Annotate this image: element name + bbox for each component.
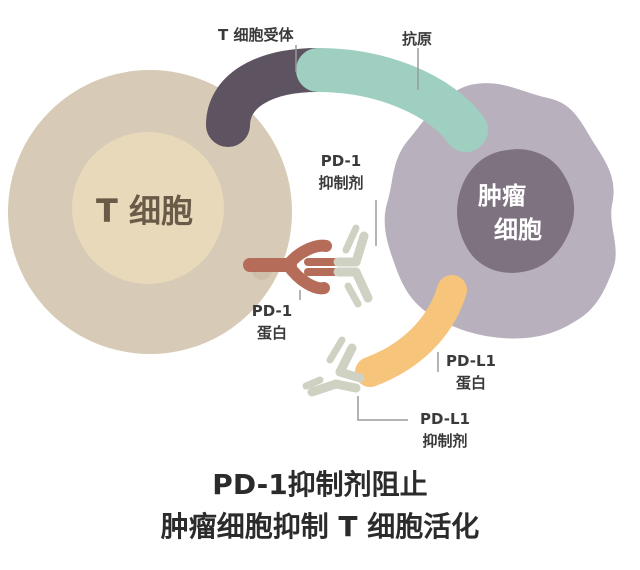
pd-l1-protein — [355, 275, 467, 387]
caption-line2: 肿瘤细胞抑制 T 细胞活化 — [160, 510, 480, 543]
pd-l1-inhibitor-label-line1: PD-L1 — [420, 410, 470, 428]
t-cell-label: T 细胞 — [96, 192, 193, 230]
antigen — [296, 48, 488, 152]
antigen-label: 抗原 — [402, 30, 433, 48]
pd-l1-inhibitor-label: PD-L1 抑制剂 — [410, 408, 480, 452]
leader-lines — [295, 45, 439, 421]
pd-1-protein — [243, 239, 338, 295]
pd-l1-inhibitor-label-line2: 抑制剂 — [422, 432, 468, 450]
pd-l1-protein-label-line2: 蛋白 — [455, 374, 486, 392]
caption-line1: PD-1抑制剂阻止 — [212, 468, 428, 501]
pd-1-inhibitor-label-line1: PD-1 — [320, 152, 362, 170]
tumor-cell-label-line2: 细胞 — [494, 216, 542, 244]
tumor-nucleus — [457, 149, 575, 273]
t-cell-nucleus — [72, 132, 224, 284]
pd-1-inhibitor-label: PD-1 抑制剂 — [306, 150, 376, 194]
tumor-cell-label-line1: 肿瘤 — [478, 182, 526, 210]
pd-1-protein-label-line2: 蛋白 — [256, 324, 287, 342]
pd-l1-inhibitor-antibody — [302, 336, 365, 397]
pd-l1-protein-label: PD-L1 蛋白 — [440, 350, 502, 394]
pd-1-inhibitor-antibody — [333, 224, 373, 308]
pd-1-inhibitor-label-line2: 抑制剂 — [318, 174, 364, 192]
pd-l1-protein-label-line1: PD-L1 — [446, 352, 496, 370]
pd-1-protein-label-line1: PD-1 — [251, 302, 293, 320]
pd-1-protein-label: PD-1 蛋白 — [242, 300, 302, 344]
t-cell-receptor-label: T 细胞受体 — [218, 26, 294, 44]
